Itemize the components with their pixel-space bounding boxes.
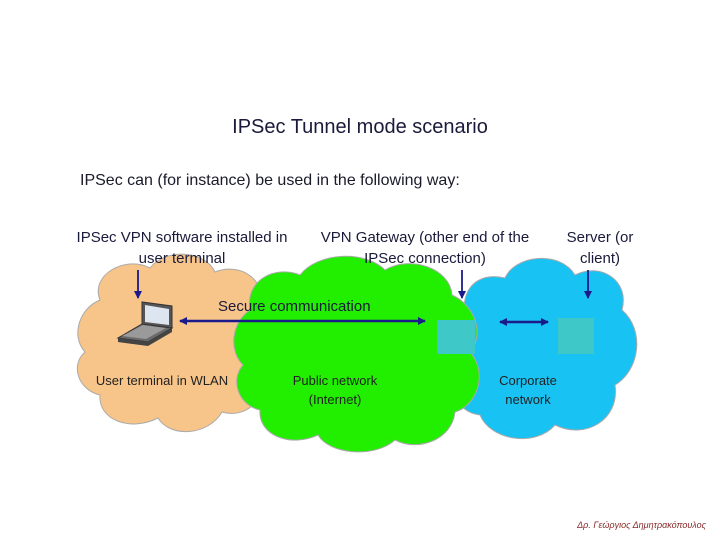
public-cloud	[233, 255, 480, 453]
page-title: IPSec Tunnel mode scenario	[232, 116, 488, 138]
gateway-box-icon	[437, 320, 475, 354]
label-vpn-software: IPSec VPN software installed in user ter…	[76, 229, 288, 267]
corporate-cloud	[453, 258, 638, 439]
label-public-cloud: Public network (Internet)	[292, 373, 378, 407]
footer-author: Δρ. Γεώργιος Δημητρακόπουλος	[577, 520, 706, 530]
label-wlan-cloud: User terminal in WLAN	[95, 373, 229, 388]
label-corporate-cloud: Corporate network	[499, 373, 557, 407]
laptop-icon	[116, 301, 174, 346]
label-vpn-gateway: VPN Gateway (other end of the IPSec conn…	[320, 229, 530, 267]
server-box-icon	[558, 318, 594, 354]
label-secure-communication: Secure communication	[218, 298, 371, 315]
label-server: Server (or client)	[566, 229, 634, 267]
intro-text: IPSec can (for instance) be used in the …	[80, 172, 460, 189]
